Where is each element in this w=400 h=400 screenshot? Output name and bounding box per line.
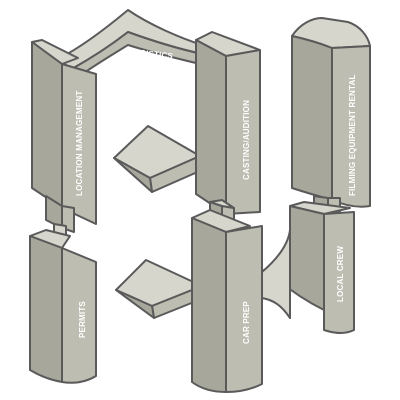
casting-audition-label: CASTING/AUDITION <box>242 100 251 180</box>
local-crew-front <box>323 211 355 334</box>
car-prep-side <box>191 217 227 393</box>
joint-left <box>45 195 75 237</box>
filming-equipment-rental-piece: FILMING EQUIPMENT RENTAL <box>291 17 371 208</box>
funnel-lower-side <box>115 289 155 319</box>
car-prep-front <box>225 225 263 393</box>
car-prep-piece: CAR PREP <box>191 209 263 393</box>
casting-audition-side <box>195 39 227 215</box>
location-management-piece: LOCATION MANAGEMENT <box>31 39 97 225</box>
permits-label: PERMITS <box>78 301 87 338</box>
location-management-front <box>61 63 97 225</box>
casting-audition-piece: CASTING/AUDITION <box>195 31 261 215</box>
local-crew-label: LOCAL CREW <box>336 246 345 302</box>
local-crew-piece: LOCAL CREW <box>261 201 355 334</box>
permits-side <box>29 235 63 383</box>
car-prep-label: CAR PREP <box>242 301 251 344</box>
funnel-upper-side <box>113 157 153 193</box>
casting-audition-front <box>225 49 261 215</box>
filming-equipment-rental-side <box>291 35 333 201</box>
local-crew-inner <box>261 229 291 319</box>
permits-piece: PERMITS <box>29 229 97 384</box>
permits-front <box>61 247 97 384</box>
location-management-label: LOCATION MANAGEMENT <box>75 91 84 196</box>
location-management-side <box>31 41 63 209</box>
filming-equipment-rental-label: FILMING EQUIPMENT RENTAL <box>348 74 357 196</box>
